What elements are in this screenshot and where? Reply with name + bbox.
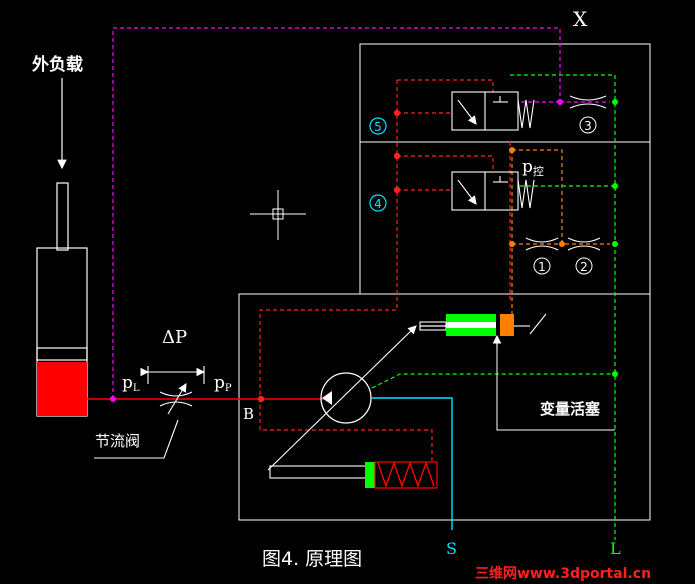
cylinder-piston	[36, 347, 88, 361]
valve-5-id-text: 5	[374, 120, 382, 134]
orifice-2-symbol	[567, 237, 601, 251]
piston-rod	[56, 182, 69, 251]
control-node-left	[509, 241, 515, 247]
control-node-top	[509, 147, 515, 153]
load-sense-node	[110, 396, 116, 402]
p-control-main: p	[522, 157, 533, 177]
control-block-frame	[359, 43, 651, 295]
x-port-node	[557, 99, 563, 105]
p-l-sub: L	[133, 383, 140, 394]
pilot-node-4a	[393, 152, 401, 160]
housing-frames	[238, 43, 651, 521]
valve-4-id: 4	[369, 194, 387, 212]
p-l-label: pL	[122, 373, 140, 394]
p-p-main: p	[214, 373, 225, 393]
node-b-label: B	[243, 405, 254, 423]
variable-piston-rod	[446, 322, 496, 328]
orifice-3-id: 3	[579, 116, 597, 134]
variable-pump	[267, 325, 417, 471]
drain-lines	[371, 74, 616, 540]
variable-piston	[419, 313, 615, 431]
orifice-1-id: 1	[533, 257, 551, 275]
caption: 图4. 原理图	[262, 548, 362, 570]
port-l-label: L	[610, 539, 621, 558]
watermark: 三维网www.3dportal.cn	[475, 565, 651, 582]
orifice-2-id-text: 2	[580, 260, 588, 274]
hydraulic-cylinder	[36, 182, 88, 417]
x-port-label: X	[573, 7, 588, 31]
orifice-3-id-text: 3	[584, 119, 592, 133]
pump-block-frame	[238, 293, 651, 521]
drain-node-3	[612, 241, 618, 247]
valve-5-id: 5	[369, 117, 387, 135]
node-b	[257, 395, 265, 403]
control-node-mid	[559, 241, 565, 247]
throttle-valve-label: 节流阀	[95, 432, 140, 450]
valve-4-id-text: 4	[374, 197, 382, 211]
p-control-sub: 控	[533, 164, 544, 178]
orifice-3-symbol	[569, 95, 607, 109]
control-pressure-line	[511, 149, 610, 318]
p-p-label: pP	[214, 373, 232, 394]
cylinder-oil-chamber	[37, 362, 87, 416]
pilot-lines	[259, 79, 511, 462]
suction-line	[372, 397, 453, 530]
p-p-sub: P	[225, 383, 232, 394]
drain-node-2	[612, 183, 618, 189]
drain-node-4	[612, 371, 618, 377]
delta-p-label: ΔP	[162, 327, 187, 348]
port-s-label: S	[446, 539, 457, 558]
load-sense-line	[112, 27, 610, 399]
variable-piston-label: 变量活塞	[540, 400, 601, 418]
pilot-node-4b	[393, 186, 401, 194]
spring-coil	[377, 460, 435, 489]
spring-cylinder	[269, 460, 438, 489]
spring-cylinder-end	[365, 462, 375, 488]
p-control-label: p控	[522, 157, 544, 178]
valve-5	[451, 91, 535, 131]
p-l-main: p	[122, 373, 133, 393]
orifice-1-symbol	[525, 237, 559, 251]
orifice-2-id: 2	[575, 257, 593, 275]
orifice-1-id-text: 1	[538, 260, 546, 274]
variable-piston-chamber	[500, 314, 514, 336]
crosshair-mark	[250, 190, 306, 240]
external-load-label: 外负载	[32, 54, 83, 75]
pilot-node-5	[393, 109, 401, 117]
valve-4	[451, 171, 535, 211]
throttle-valve	[94, 366, 206, 459]
drain-node-1	[612, 99, 618, 105]
